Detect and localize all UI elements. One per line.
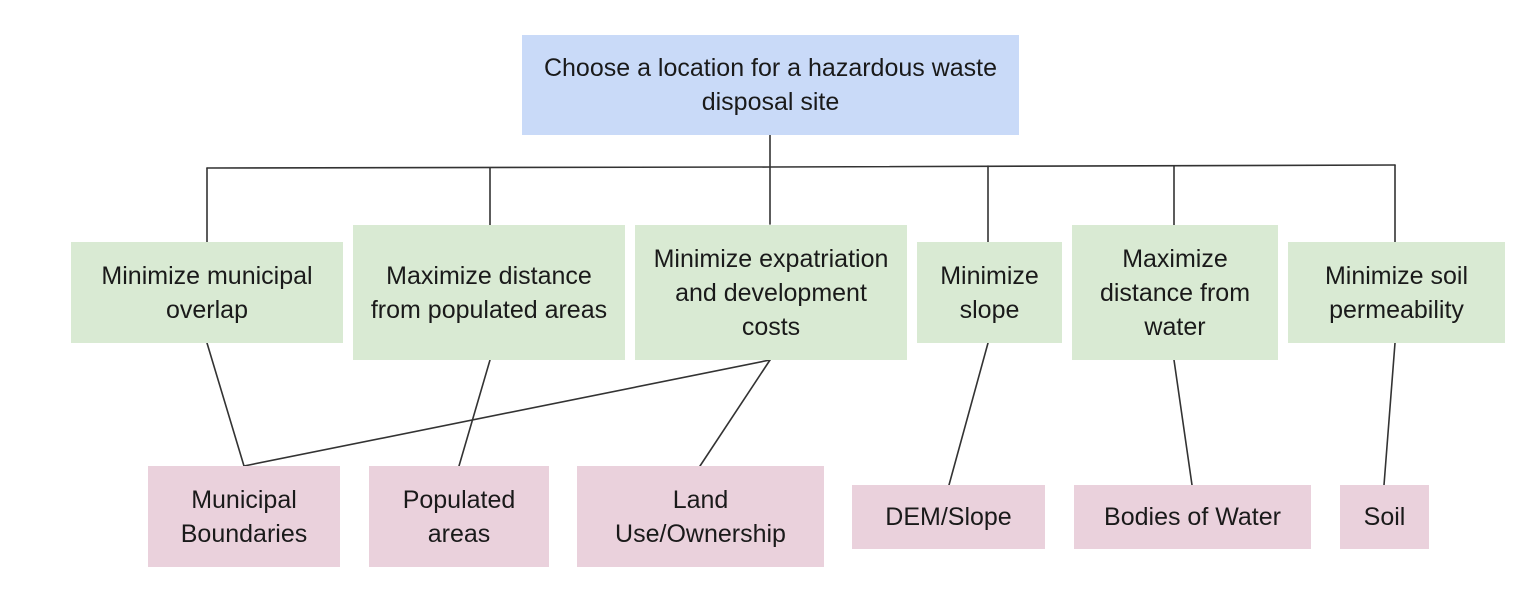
connector-objective-2-data-0 bbox=[243, 359, 771, 467]
data-node-bodies-of-water: Bodies of Water bbox=[1074, 485, 1311, 549]
objective-label: Minimize expatriation and development co… bbox=[653, 244, 889, 341]
data-label: Municipal Boundaries bbox=[180, 485, 308, 548]
objective-node-distance-populated: Maximize distance from populated areas bbox=[353, 225, 625, 360]
objective-node-municipal-overlap: Minimize municipal overlap bbox=[71, 242, 343, 343]
data-node-dem-slope: DEM/Slope bbox=[852, 485, 1045, 549]
goal-node: Choose a location for a hazardous waste … bbox=[522, 35, 1019, 135]
data-label: Bodies of Water bbox=[1104, 503, 1281, 531]
data-label: Soil bbox=[1363, 503, 1406, 531]
connector-lines bbox=[206, 134, 1396, 486]
objective-label: Maximize distance from populated areas bbox=[370, 261, 608, 324]
data-node-soil: Soil bbox=[1340, 485, 1429, 549]
objective-label: Maximize distance from water bbox=[1099, 244, 1251, 341]
connector-objective-1-data-1 bbox=[458, 359, 491, 467]
objective-label: Minimize municipal overlap bbox=[101, 261, 313, 324]
objective-node-slope: Minimize slope bbox=[917, 242, 1062, 343]
goal-label: Choose a location for a hazardous waste … bbox=[543, 54, 998, 116]
objective-node-soil-permeability: Minimize soil permeability bbox=[1288, 242, 1505, 343]
objective-label: Minimize soil permeability bbox=[1324, 261, 1469, 324]
data-label: Populated areas bbox=[402, 485, 516, 548]
connector-goal-bus bbox=[206, 164, 1396, 169]
connector-objective-2-data-2 bbox=[699, 359, 771, 467]
objective-node-distance-water: Maximize distance from water bbox=[1072, 225, 1278, 360]
connector-objective-3-data-3 bbox=[948, 342, 989, 486]
connector-objective-4-data-4 bbox=[1173, 359, 1193, 486]
connector-objective-5-data-5 bbox=[1383, 342, 1396, 486]
data-node-municipal-boundaries: Municipal Boundaries bbox=[148, 466, 340, 567]
objective-label: Minimize slope bbox=[940, 261, 1039, 324]
data-node-populated-areas: Populated areas bbox=[369, 466, 549, 567]
connector-objective-0-data-0 bbox=[206, 342, 245, 467]
objective-node-development-costs: Minimize expatriation and development co… bbox=[635, 225, 907, 360]
data-label: DEM/Slope bbox=[885, 503, 1012, 531]
data-node-land-use: Land Use/Ownership bbox=[577, 466, 824, 567]
data-label: Land Use/Ownership bbox=[615, 485, 786, 548]
